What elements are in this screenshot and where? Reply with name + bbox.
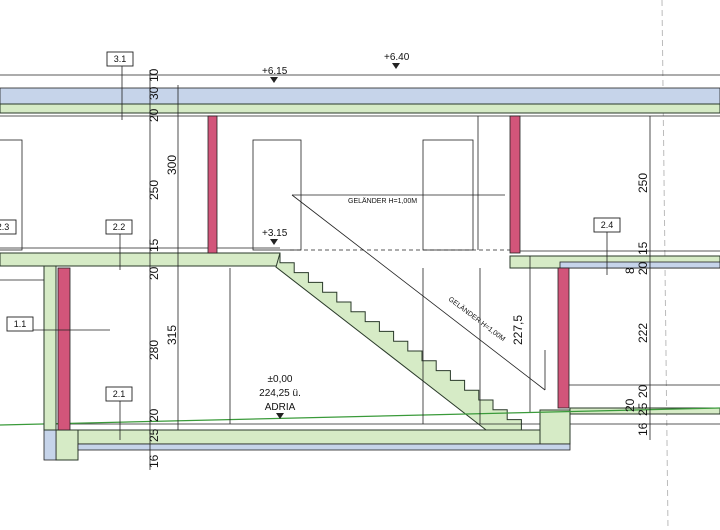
wall-lower-left bbox=[57, 267, 71, 431]
svg-text:+6.40: +6.40 bbox=[384, 52, 410, 63]
svg-text:315: 315 bbox=[165, 325, 179, 345]
svg-text:20: 20 bbox=[636, 384, 650, 398]
left-dimension-stack: 30 10 20 250 300 15 20 280 315 20 25 16 bbox=[147, 68, 179, 468]
svg-text:25: 25 bbox=[636, 402, 650, 416]
section-tag-2-1: 2.1 bbox=[105, 386, 133, 402]
section-tag-3-1: 3.1 bbox=[106, 51, 134, 67]
svg-text:250: 250 bbox=[147, 180, 161, 200]
svg-text:2.4: 2.4 bbox=[601, 220, 614, 230]
svg-text:1.1: 1.1 bbox=[14, 319, 27, 329]
door-upper-left-partial bbox=[0, 139, 23, 251]
svg-text:10: 10 bbox=[147, 68, 161, 82]
right-dimension-stack: 250 15 20 8 222 20 25 20 16 bbox=[623, 173, 650, 436]
roof-slab bbox=[0, 103, 720, 114]
level-upper-floor: +3.15 bbox=[262, 228, 288, 245]
terrain-line bbox=[0, 407, 720, 426]
svg-text:15: 15 bbox=[636, 241, 650, 255]
lower-wall-left bbox=[43, 265, 57, 431]
svg-text:3.1: 3.1 bbox=[114, 54, 127, 64]
svg-text:250: 250 bbox=[636, 173, 650, 193]
level-ground: ±0,00 224,25 ü. ADRIA bbox=[259, 374, 301, 419]
triangle-level-marker-icon bbox=[270, 239, 278, 245]
section-tag-2-4: 2.4 bbox=[593, 217, 621, 233]
roof-insulation bbox=[0, 87, 720, 105]
svg-text:+6.15: +6.15 bbox=[262, 66, 288, 77]
level-roof-low: +6.15 bbox=[262, 66, 288, 83]
section-tag-2-3: 2.3 bbox=[0, 219, 17, 235]
svg-text:300: 300 bbox=[165, 155, 179, 175]
svg-text:224,25 ü.: 224,25 ü. bbox=[259, 388, 301, 399]
svg-text:15: 15 bbox=[147, 238, 161, 252]
foundation-left bbox=[55, 429, 79, 461]
section-tag-2-2: 2.2 bbox=[105, 219, 133, 235]
svg-text:20: 20 bbox=[636, 261, 650, 275]
stair-rail-label-lower: GELÄNDER H=1,00M bbox=[447, 295, 507, 343]
stair-height-dim: 227,5 bbox=[511, 315, 525, 345]
upper-floor-slab-left bbox=[0, 252, 281, 267]
triangle-level-marker-icon bbox=[392, 63, 400, 69]
triangle-level-marker-icon bbox=[276, 413, 284, 419]
svg-text:±0,00: ±0,00 bbox=[268, 374, 293, 385]
svg-text:280: 280 bbox=[147, 340, 161, 360]
door-upper-1 bbox=[252, 139, 302, 251]
stair-flight bbox=[275, 252, 522, 437]
ground-slab-right bbox=[539, 409, 571, 445]
upper-floor-insulation-right bbox=[559, 261, 720, 269]
svg-text:+3.15: +3.15 bbox=[262, 228, 288, 239]
svg-text:16: 16 bbox=[636, 422, 650, 436]
svg-text:2.2: 2.2 bbox=[113, 222, 126, 232]
svg-text:20: 20 bbox=[147, 266, 161, 280]
svg-text:20: 20 bbox=[623, 398, 637, 412]
svg-text:222: 222 bbox=[636, 323, 650, 343]
svg-text:8: 8 bbox=[623, 267, 637, 274]
ground-slab bbox=[55, 429, 571, 445]
level-roof-high: +6.40 bbox=[384, 52, 410, 69]
stair-rail-diagonal bbox=[291, 194, 546, 391]
svg-text:16: 16 bbox=[147, 454, 161, 468]
svg-text:2.1: 2.1 bbox=[113, 389, 126, 399]
svg-text:ADRIA: ADRIA bbox=[265, 402, 296, 413]
svg-text:20: 20 bbox=[147, 408, 161, 422]
svg-text:30: 30 bbox=[147, 86, 161, 100]
wall-upper-right bbox=[509, 115, 521, 254]
ground-slab-insulation bbox=[77, 443, 571, 451]
foundation-insulation-left bbox=[43, 429, 57, 461]
section-tag-1-1: 1.1 bbox=[6, 316, 34, 332]
svg-text:25: 25 bbox=[147, 428, 161, 442]
wall-upper-left bbox=[207, 115, 218, 254]
door-upper-2 bbox=[422, 139, 474, 251]
triangle-level-marker-icon bbox=[270, 77, 278, 83]
svg-text:2.3: 2.3 bbox=[0, 222, 9, 232]
wall-lower-right bbox=[557, 267, 570, 409]
stair-rail-label-upper: GELÄNDER H=1,00M bbox=[348, 197, 417, 205]
svg-text:20: 20 bbox=[147, 108, 161, 122]
